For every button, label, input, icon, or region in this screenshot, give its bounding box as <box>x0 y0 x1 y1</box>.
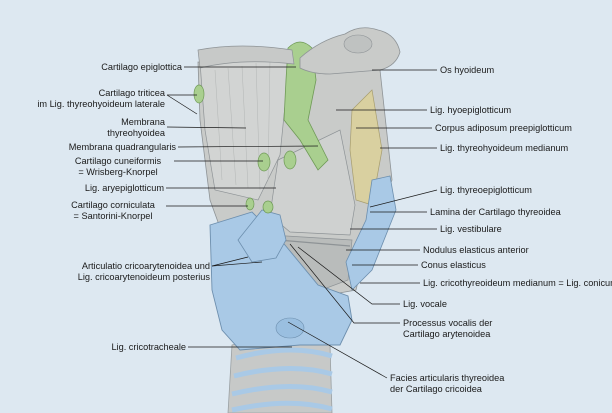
label-facies-articularis-line1: Facies articularis thyreoidea <box>390 373 505 383</box>
label-articulatio-cricoarytenoidea: Articulatio cricoarytenoidea und Lig. cr… <box>20 261 210 282</box>
label-lig-vestibulare: Lig. vestibulare <box>440 224 502 234</box>
label-membrana-thyreohyoidea-line1: Membrana <box>121 117 165 127</box>
label-lig-thyreohyoideum-medianum: Lig. thyreohyoideum medianum <box>440 143 569 153</box>
cartilago-triticea-shape <box>193 84 205 104</box>
label-cartilago-cuneiformis-line1: Cartilago cuneiformis <box>74 156 162 166</box>
arytenoid-cartilage <box>237 209 287 263</box>
label-membrana-thyreohyoidea: Membrana thyreohyoidea <box>75 117 165 138</box>
label-articulatio-line1: Articulatio cricoarytenoidea und <box>81 261 210 271</box>
label-lig-cricothyreoideum: Lig. cricothyreoideum medianum = Lig. co… <box>423 278 612 288</box>
label-articulatio-line2: Lig. cricoarytenoideum posterius <box>77 271 210 282</box>
thyroid-lamina-edge <box>345 175 397 291</box>
label-membrana-thyreohyoidea-line2: thyreohyoidea <box>107 127 165 138</box>
label-nodulus-elasticus: Nodulus elasticus anterior <box>423 245 529 255</box>
cartilago-cuneiformis-shape <box>257 152 271 172</box>
label-cartilago-cuneiformis-line2: = Wrisberg-Knorpel <box>78 166 158 177</box>
label-processus-vocalis-line1: Processus vocalis der <box>403 318 493 328</box>
label-cartilago-triticea-line1: Cartilago triticea <box>98 88 165 98</box>
label-corpus-adiposum: Corpus adiposum preepiglotticum <box>435 123 572 133</box>
label-cartilago-triticea-line2: im Lig. thyreohyoideum laterale <box>37 98 165 109</box>
label-os-hyoideum: Os hyoideum <box>440 65 495 75</box>
label-lamina-cartilago-thyreoidea: Lamina der Cartilago thyreoidea <box>430 207 561 217</box>
label-conus-elasticus: Conus elasticus <box>421 260 486 270</box>
label-lig-thyreoepiglotticum: Lig. thyreoepiglotticum <box>440 185 532 195</box>
label-processus-vocalis-line2: Cartilago arytenoidea <box>403 328 491 339</box>
label-cartilago-triticea: Cartilago triticea im Lig. thyreohyoideu… <box>10 88 165 109</box>
label-lig-hyoepiglotticum: Lig. hyoepiglotticum <box>430 105 512 115</box>
label-facies-articularis-line2: der Cartilago cricoidea <box>390 383 482 394</box>
label-cartilago-epiglottica: Cartilago epiglottica <box>101 62 182 72</box>
label-cartilago-corniculata-line2: = Santorini-Knorpel <box>73 210 153 221</box>
label-cartilago-corniculata: Cartilago corniculata = Santorini-Knorpe… <box>62 200 164 221</box>
label-lig-cricotracheale: Lig. cricotracheale <box>111 342 186 352</box>
label-lig-vocale: Lig. vocale <box>403 299 447 309</box>
trachea <box>227 337 333 413</box>
label-cartilago-corniculata-line1: Cartilago corniculata <box>71 200 155 210</box>
label-cartilago-cuneiformis: Cartilago cuneiformis = Wrisberg-Knorpel <box>64 156 172 177</box>
epiglottis <box>283 41 329 171</box>
cartilago-corniculata-shape <box>245 197 255 211</box>
label-facies-articularis: Facies articularis thyreoidea der Cartil… <box>390 373 504 394</box>
label-lig-aryepiglotticum: Lig. aryepiglotticum <box>84 183 164 193</box>
label-membrana-quadrangularis: Membrana quadrangularis <box>68 142 176 152</box>
label-processus-vocalis: Processus vocalis der Cartilago arytenoi… <box>403 318 492 339</box>
